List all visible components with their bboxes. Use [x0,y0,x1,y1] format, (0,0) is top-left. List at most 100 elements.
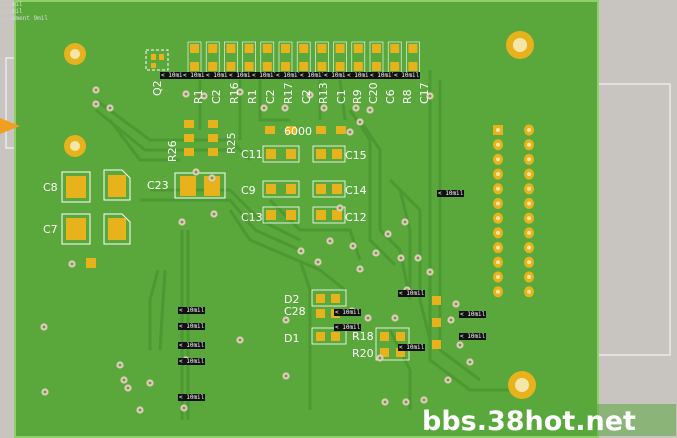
test-pad [86,258,96,268]
header-pin-hole [527,245,531,250]
header-pad [408,44,418,53]
header-pad [317,44,327,53]
header-pin-hole [527,172,531,177]
header-pin-hole [496,186,500,191]
via-hole [308,93,312,97]
label-c2: C2 [210,89,223,104]
mounting-holes [64,31,536,399]
via-hole [316,260,320,264]
c8-footprint [61,169,131,203]
header-pin-hole [527,201,531,206]
width-tag: < 10mil [393,72,421,79]
via-hole [138,408,142,412]
header-pin-hole [496,216,500,221]
via-hole [428,94,432,98]
via-hole [393,316,397,320]
via-hole [458,343,462,347]
width-tag: < 10mil [398,290,426,297]
via-hole [354,106,358,110]
width-tag: < 10mil [182,72,210,79]
header-pad [353,44,363,53]
label-d1: D1 [284,332,300,345]
via-hole [180,220,184,224]
via-hole [212,212,216,216]
label-c9: C9 [241,184,256,197]
width-tag: < 10mil [398,344,426,351]
via-hole [70,262,74,266]
header-pin-hole [527,289,531,294]
via-hole [126,386,130,390]
via-hole [449,318,453,322]
label-r1b: R1 [246,89,259,104]
board-outline [14,0,599,438]
via-hole [468,360,472,364]
width-tag: < 10mil [369,72,397,79]
width-tag: < 10mil [178,342,206,349]
header-pin-hole [496,172,500,177]
right-header-pins [493,124,534,298]
via-hole [378,356,382,360]
header-pin-hole [496,260,500,265]
via-hole [262,106,266,110]
label-r17: R17 [282,82,295,104]
label-r26: R26 [166,140,179,162]
header-pad [190,44,199,53]
via-hole [122,378,126,382]
watermark: bbs.38hot.net [418,404,676,436]
header-pin-hole [527,260,531,265]
label-c15: C15 [345,149,367,162]
label-r8: R8 [401,89,414,104]
right-connector-outline [599,83,671,356]
label-c7: C7 [43,223,58,236]
via-hole [283,106,287,110]
width-tag: < 10mil [299,72,327,79]
header-pad [390,62,400,71]
via-hole [108,106,112,110]
width-tag: < 10mil [178,307,206,314]
header-pin-hole [527,157,531,162]
via-hole [42,325,46,329]
via-hole [118,363,122,367]
header-pin-hole [496,289,500,294]
via-hole [383,400,387,404]
width-tag: < 10mil [178,323,206,330]
label-chip: 6000 [284,125,312,138]
via-hole [446,378,450,382]
center-cap-outlines [262,145,346,224]
header-pad [281,44,290,53]
header-pin-hole [496,128,500,132]
via-hole [366,316,370,320]
header-pad [244,62,254,71]
width-tag: < 10mil [334,309,362,316]
header-pin-hole [496,157,500,162]
via-hole [386,232,390,236]
via-hole [148,381,152,385]
via-hole [94,88,98,92]
via-hole [284,318,288,322]
width-tag: < 10mil [459,311,487,318]
header-pad [226,62,236,71]
via-hole [284,374,288,378]
label-r9: R9 [351,89,364,104]
label-c17: C17 [418,82,431,104]
header-pad [299,62,309,71]
via-hole [238,90,242,94]
header-pin-hole [496,275,500,279]
header-pin-hole [527,216,531,221]
layer-info-line-3: ...ument 9mil [1,15,48,22]
via-hole [202,94,206,98]
via-hole [358,267,362,271]
label-c23: C23 [147,179,169,192]
q2-outline [145,49,169,71]
watermark-text: bbs.38hot.net [422,406,636,436]
header-pin-hole [527,186,531,191]
via-hole [322,106,326,110]
header-pad [353,62,363,71]
header-pad [372,62,381,71]
c23-footprint [174,172,226,199]
width-tag: < 10mil [178,358,206,365]
via-hole [403,220,407,224]
width-tag: < 10mil [251,72,279,79]
